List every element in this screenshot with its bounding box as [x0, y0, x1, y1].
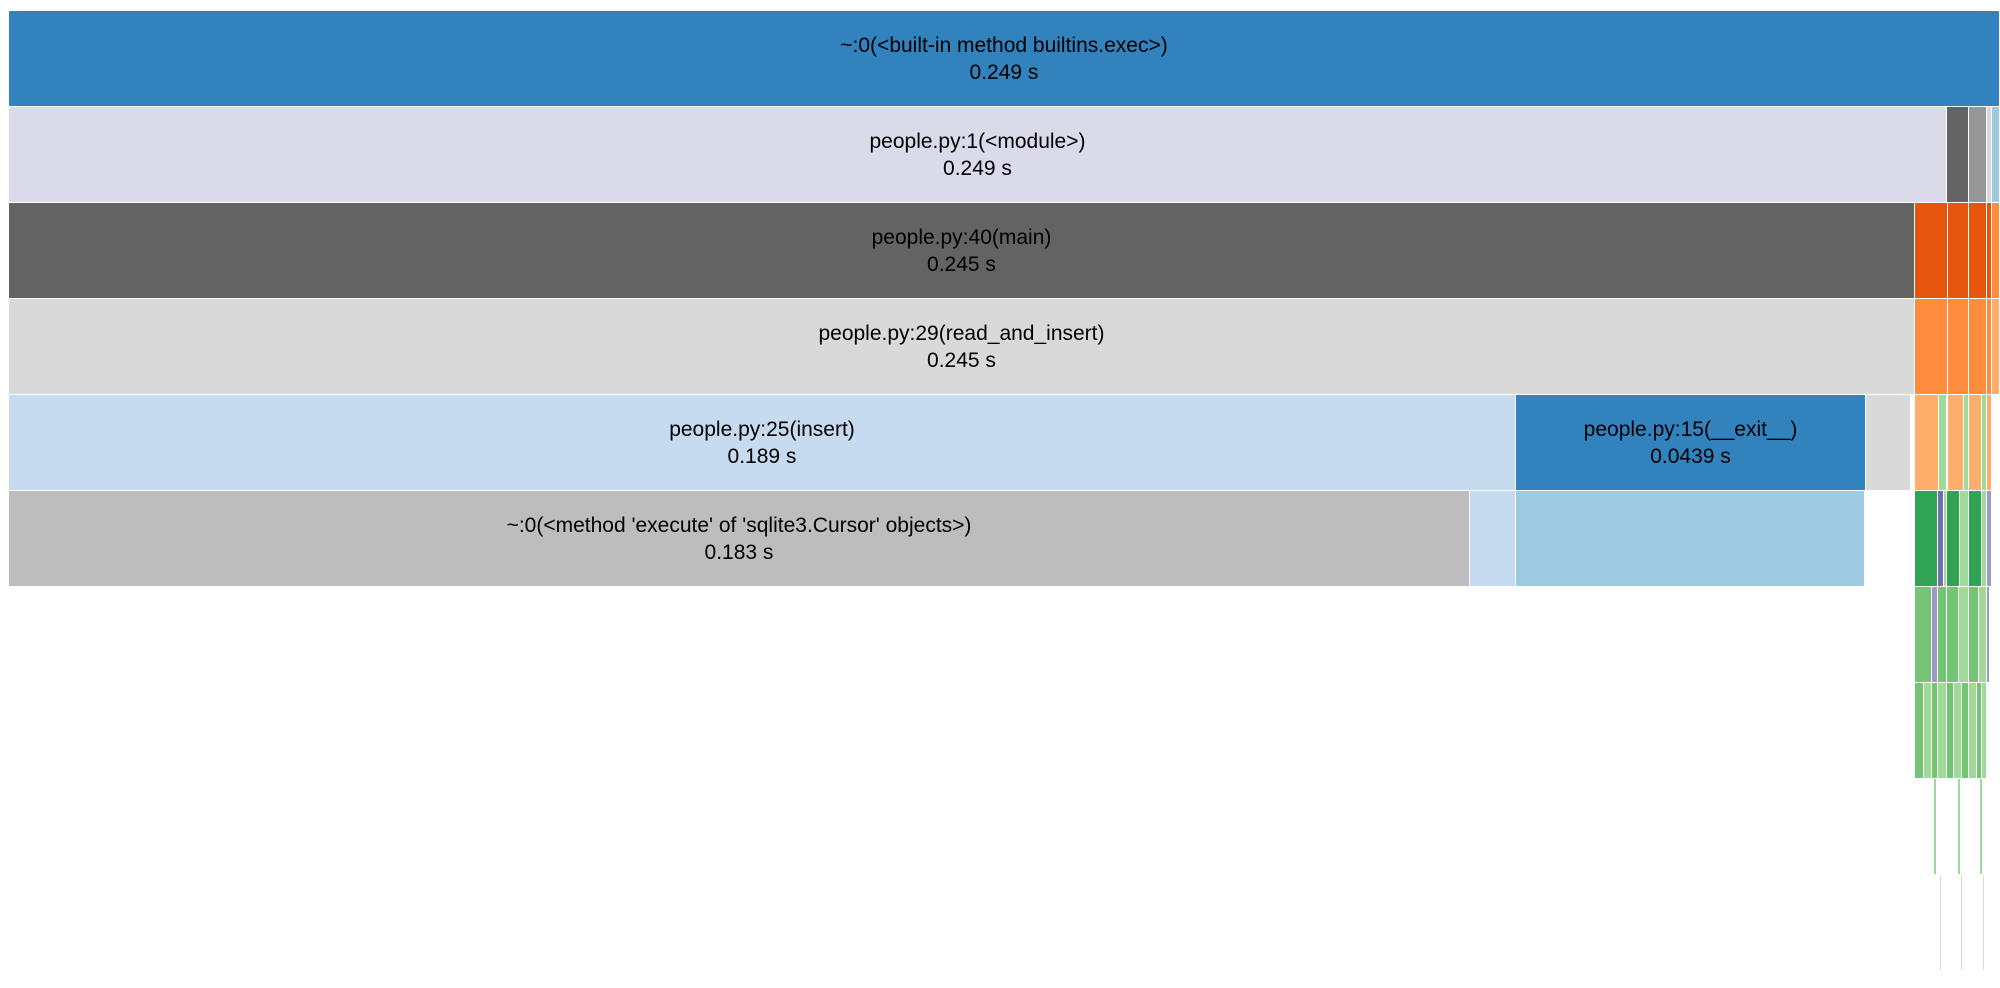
frame-time: 0.0439 s: [1650, 444, 1731, 468]
frame-small[interactable]: [1470, 491, 1516, 587]
frame-sqlite-execute[interactable]: ~:0(<method 'execute' of 'sqlite3.Cursor…: [9, 491, 1470, 587]
frame-small[interactable]: [1964, 395, 1969, 491]
frame-time: 0.249 s: [969, 60, 1039, 84]
frame-small[interactable]: [1924, 683, 1932, 779]
frame-small[interactable]: [1980, 779, 1983, 875]
frame-time: 0.189 s: [727, 444, 797, 468]
frame-time: 0.249 s: [943, 156, 1012, 180]
frame-small[interactable]: [1987, 587, 1990, 683]
frame-small[interactable]: [1969, 491, 1982, 587]
frame-small[interactable]: [1979, 587, 1987, 683]
frame-small[interactable]: [1915, 299, 1948, 395]
frame-people-exit[interactable]: people.py:15(__exit__) 0.0439 s: [1516, 395, 1866, 491]
frame-small[interactable]: [1915, 683, 1924, 779]
frame-small[interactable]: [1940, 875, 1942, 971]
frame-small[interactable]: [1915, 203, 1948, 299]
frame-small[interactable]: [1992, 107, 2000, 203]
frame-label: people.py:25(insert): [669, 417, 855, 441]
frame-small[interactable]: [1948, 203, 1969, 299]
frame-small[interactable]: [1947, 587, 1959, 683]
frame-small[interactable]: [1992, 299, 2000, 395]
frame-small[interactable]: [1516, 491, 1865, 587]
frame-small[interactable]: [1939, 395, 1947, 491]
frame-small[interactable]: [1969, 203, 1987, 299]
frame-small[interactable]: [1932, 587, 1938, 683]
frame-small[interactable]: [1982, 683, 1987, 779]
frame-label: people.py:40(main): [871, 225, 1052, 249]
frame-small[interactable]: [1982, 395, 1987, 491]
frame-small[interactable]: [1959, 587, 1969, 683]
frame-small[interactable]: [1948, 395, 1964, 491]
frame-small[interactable]: [1987, 203, 1992, 299]
frame-small[interactable]: [1938, 491, 1944, 587]
frame-time: 0.183 s: [704, 540, 774, 564]
frame-small[interactable]: [1934, 779, 1937, 875]
frame-small[interactable]: [1969, 299, 1987, 395]
frame-small[interactable]: [1969, 683, 1977, 779]
frame-time: 0.245 s: [927, 252, 996, 276]
frame-small[interactable]: [1992, 203, 2000, 299]
frame-small[interactable]: [1987, 395, 1992, 491]
frame-small[interactable]: [1948, 299, 1969, 395]
frame-label: ~:0(<built-in method builtins.exec>): [840, 33, 1168, 57]
frame-small[interactable]: [1969, 107, 1987, 203]
frame-small[interactable]: [1969, 395, 1982, 491]
frame-small[interactable]: [1958, 779, 1961, 875]
frame-small[interactable]: [1962, 683, 1969, 779]
frame-people-main[interactable]: people.py:40(main) 0.245 s: [9, 203, 1915, 299]
frame-small[interactable]: [1987, 491, 1992, 587]
frame-small[interactable]: [1947, 683, 1954, 779]
frame-small[interactable]: [1960, 491, 1969, 587]
frame-label: ~:0(<method 'execute' of 'sqlite3.Cursor…: [506, 513, 972, 537]
frame-time: 0.245 s: [927, 348, 996, 372]
frame-small[interactable]: [1977, 683, 1982, 779]
frame-people-module[interactable]: people.py:1(<module>) 0.249 s: [9, 107, 1947, 203]
frame-small[interactable]: [1947, 107, 1969, 203]
frame-small[interactable]: [1932, 683, 1938, 779]
frame-small[interactable]: [1983, 875, 1985, 971]
frame-small[interactable]: [1938, 683, 1947, 779]
frame-small[interactable]: [1915, 395, 1939, 491]
frame-small[interactable]: [1944, 491, 1947, 587]
frame-small[interactable]: [1947, 491, 1960, 587]
frame-people-insert[interactable]: people.py:25(insert) 0.189 s: [9, 395, 1516, 491]
frame-read-and-insert[interactable]: people.py:29(read_and_insert) 0.245 s: [9, 299, 1915, 395]
frame-builtins-exec[interactable]: ~:0(<built-in method builtins.exec>) 0.2…: [9, 11, 2000, 107]
frame-small[interactable]: [1938, 587, 1947, 683]
frame-small[interactable]: [1987, 107, 1992, 203]
frame-small[interactable]: [1915, 587, 1932, 683]
frame-small[interactable]: [1987, 299, 1992, 395]
frame-small[interactable]: [1982, 491, 1987, 587]
frame-small[interactable]: [1961, 875, 1963, 971]
frame-small[interactable]: [1915, 491, 1938, 587]
frame-label: people.py:1(<module>): [869, 129, 1086, 153]
frame-small[interactable]: [1969, 587, 1979, 683]
frame-label: people.py:15(__exit__): [1583, 417, 1798, 441]
frame-label: people.py:29(read_and_insert): [818, 321, 1105, 345]
frame-small[interactable]: [1954, 683, 1962, 779]
frame-small[interactable]: [1866, 395, 1911, 491]
